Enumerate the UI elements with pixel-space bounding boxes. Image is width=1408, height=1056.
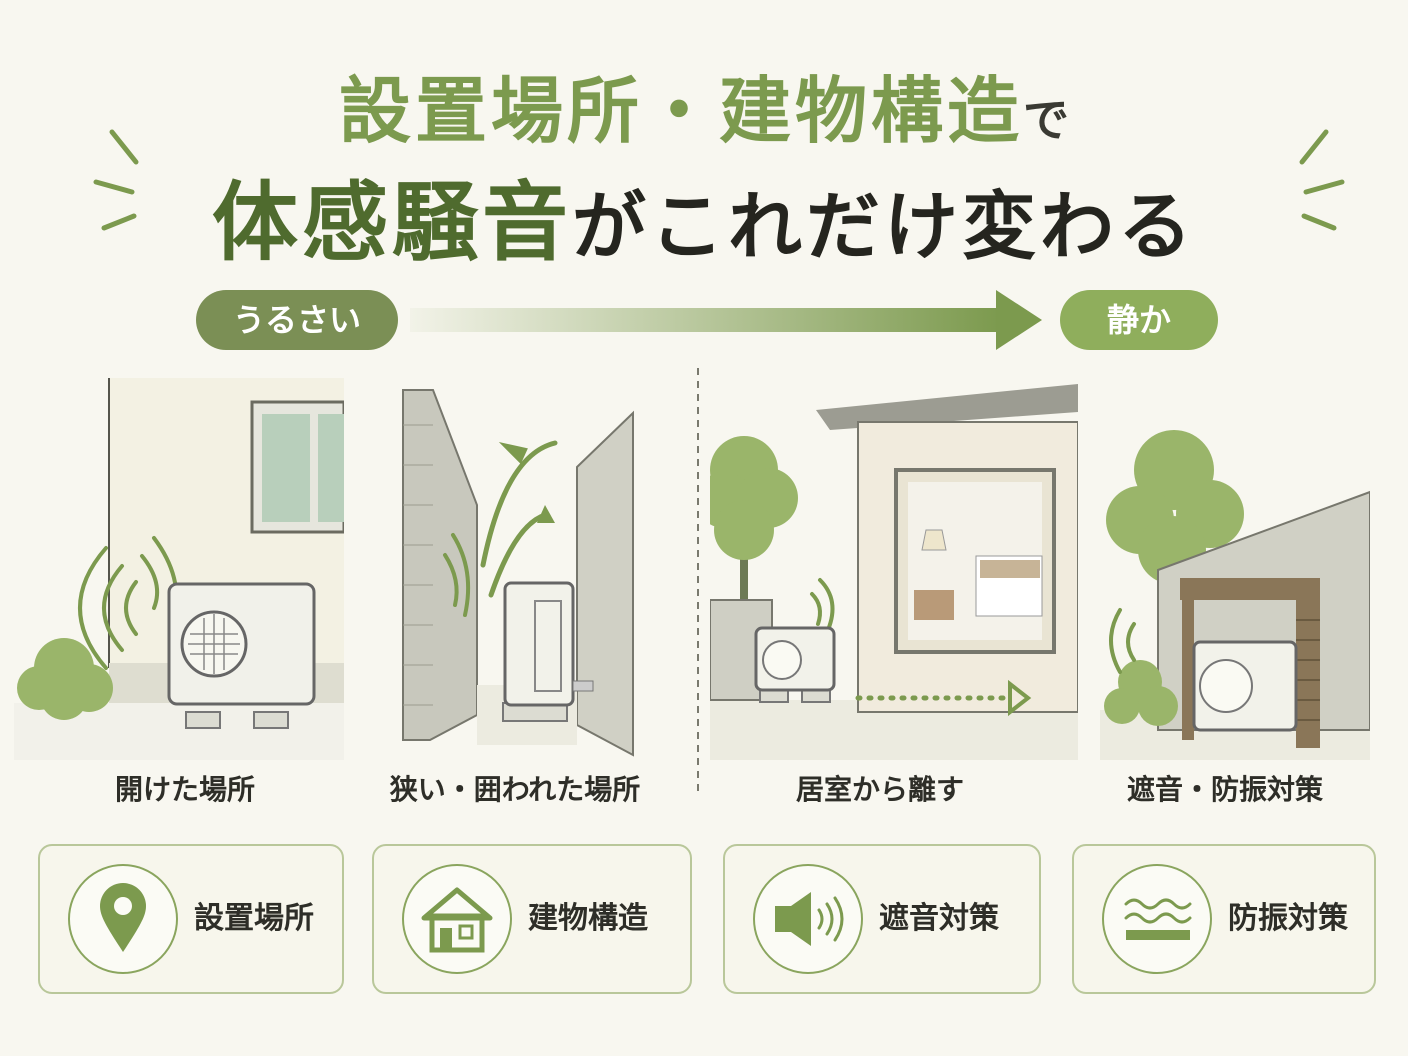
title-line-1: 設置場所・建物構造で [0, 52, 1408, 157]
loud-pill: うるさい [196, 290, 398, 350]
map-pin-icon [100, 883, 146, 952]
speaker-icon [775, 892, 844, 946]
card-sound-insulation: 遮音対策 [723, 844, 1041, 994]
right-sparkle-icon [1299, 129, 1345, 231]
left-sparkle-icon [93, 129, 139, 231]
house-icon [421, 887, 493, 953]
title-main: 設置場所・建物構造 [338, 69, 1023, 153]
card-sound-label: 遮音対策 [879, 901, 999, 936]
card-location-label: 設置場所 [194, 901, 314, 936]
card-structure: 建物構造 [372, 844, 692, 994]
scene-narrow-place [395, 385, 640, 760]
title-line-2: 体感騒音がこれだけ変わる [0, 152, 1408, 277]
section-divider [697, 368, 699, 796]
card-vibration-label: 防振対策 [1228, 901, 1348, 936]
title-rest: がこれだけ変わる [572, 184, 1196, 270]
title-suffix: で [1023, 93, 1069, 147]
quiet-pill: 静か [1060, 290, 1218, 350]
scene-caption-soundproof: 遮音・防振対策 [1126, 773, 1323, 806]
scene-soundproofing [1100, 430, 1370, 760]
title-highlight: 体感騒音 [212, 173, 572, 273]
card-vibration: 防振対策 [1072, 844, 1376, 994]
scene-open-place [14, 378, 344, 760]
noise-scale-arrow [410, 290, 1042, 350]
sound-circle [753, 864, 863, 974]
location-circle [68, 864, 178, 974]
scene-caption-away: 居室から離す [795, 773, 964, 806]
scene-away-from-room [710, 384, 1078, 760]
scene-caption-narrow: 狭い・囲われた場所 [389, 773, 641, 806]
structure-circle [402, 864, 512, 974]
vibration-circle [1102, 864, 1212, 974]
card-location: 設置場所 [38, 844, 344, 994]
vibration-icon [1124, 898, 1192, 940]
card-structure-label: 建物構造 [528, 901, 648, 936]
scene-caption-open: 開けた場所 [114, 773, 255, 806]
